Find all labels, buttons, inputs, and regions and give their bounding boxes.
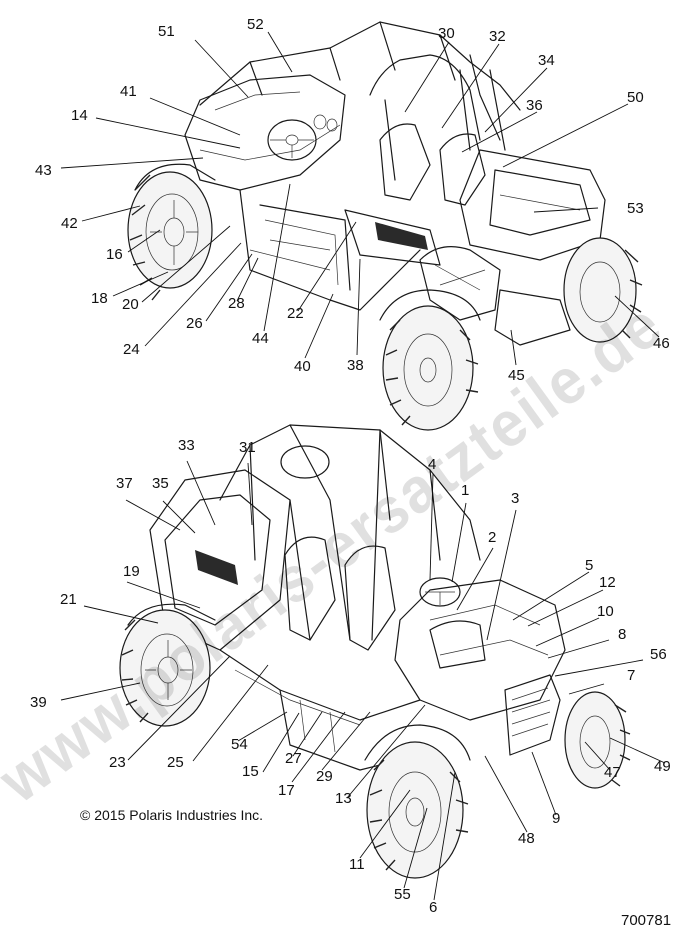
callout-label: 50 xyxy=(627,89,644,106)
callout-label: 38 xyxy=(347,357,364,374)
callout-label: 15 xyxy=(242,763,259,780)
callout-label: 13 xyxy=(335,790,352,807)
callout-label: 49 xyxy=(654,758,671,775)
callout-label: 32 xyxy=(489,28,506,45)
callout-label: 46 xyxy=(653,335,670,352)
callout-label: 7 xyxy=(627,667,635,684)
callout-label: 25 xyxy=(167,754,184,771)
copyright-text: © 2015 Polaris Industries Inc. xyxy=(80,807,263,823)
callout-label: 42 xyxy=(61,215,78,232)
callout-label: 54 xyxy=(231,736,248,753)
callout-label: 4 xyxy=(428,456,436,473)
callout-label: 24 xyxy=(123,341,140,358)
callout-label: 12 xyxy=(599,574,616,591)
callout-label: 20 xyxy=(122,296,139,313)
callout-label: 34 xyxy=(538,52,555,69)
callout-label: 56 xyxy=(650,646,667,663)
callout-label: 43 xyxy=(35,162,52,179)
callout-label: 26 xyxy=(186,315,203,332)
callout-label: 41 xyxy=(120,83,137,100)
callout-label: 33 xyxy=(178,437,195,454)
callout-label: 18 xyxy=(91,290,108,307)
callout-label: 40 xyxy=(294,358,311,375)
callout-label: 28 xyxy=(228,295,245,312)
callout-label: 16 xyxy=(106,246,123,263)
callout-label: 27 xyxy=(285,750,302,767)
callouts-bottom: 33 31 4 1 37 35 3 2 19 5 12 21 10 8 56 7… xyxy=(30,437,671,916)
callout-label: 19 xyxy=(123,563,140,580)
callout-label: 17 xyxy=(278,782,295,799)
callout-label: 10 xyxy=(597,603,614,620)
callout-label: 11 xyxy=(349,856,365,873)
callout-label: 48 xyxy=(518,830,535,847)
callouts-top: 51 52 30 32 34 41 14 36 50 43 42 16 53 1… xyxy=(35,16,670,384)
callout-label: 29 xyxy=(316,768,333,785)
callout-label: 9 xyxy=(552,810,560,827)
callout-label: 8 xyxy=(618,626,626,643)
callout-label: 55 xyxy=(394,886,411,903)
figure-number: 700781 xyxy=(621,912,671,929)
callout-label: 37 xyxy=(116,475,133,492)
callout-label: 47 xyxy=(604,764,621,781)
vehicle-bottom-drawing xyxy=(119,424,631,879)
leader-lines xyxy=(60,31,666,901)
callout-label: 21 xyxy=(60,591,77,608)
callout-label: 23 xyxy=(109,754,126,771)
callout-label: 5 xyxy=(585,557,593,574)
callout-label: 3 xyxy=(511,490,519,507)
callout-label: 14 xyxy=(71,107,88,124)
callout-label: 22 xyxy=(287,305,304,322)
vehicle-top-drawing xyxy=(127,21,643,431)
callout-label: 45 xyxy=(508,367,525,384)
callout-label: 1 xyxy=(461,482,469,499)
callout-label: 39 xyxy=(30,694,47,711)
callout-label: 36 xyxy=(526,97,543,114)
callout-label: 52 xyxy=(247,16,264,33)
callout-label: 6 xyxy=(429,899,437,916)
callout-label: 44 xyxy=(252,330,269,347)
callout-label: 35 xyxy=(152,475,169,492)
callout-label: 31 xyxy=(239,439,256,456)
callout-label: 53 xyxy=(627,200,644,217)
callout-label: 2 xyxy=(488,529,496,546)
callout-label: 51 xyxy=(158,23,175,40)
callout-label: 30 xyxy=(438,25,455,42)
